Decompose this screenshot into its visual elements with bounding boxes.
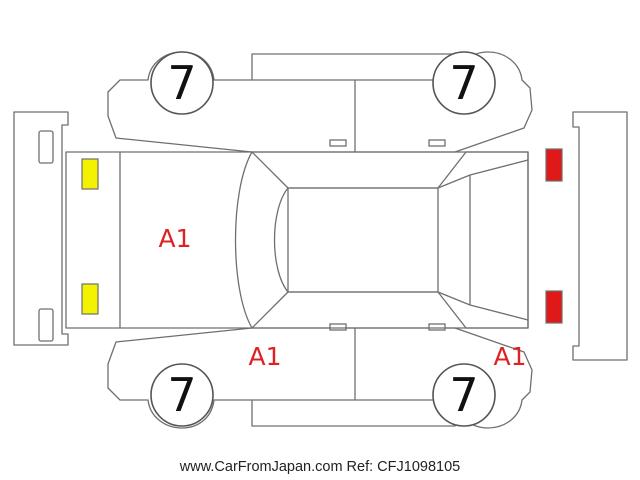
rear-bumper [572, 111, 628, 361]
damage-mark-left-side: A1 [248, 342, 281, 371]
wheel-front-left-grade: 7 [167, 56, 196, 110]
wheel-rear-right-grade: 7 [449, 368, 478, 422]
wheel-front-right: 7 [150, 363, 214, 427]
car-top-view [65, 151, 529, 329]
wheel-rear-right: 7 [432, 363, 496, 427]
headlight-right [81, 283, 99, 315]
front-bumper [13, 111, 69, 346]
taillight-right [545, 290, 563, 324]
damage-mark-hood: A1 [158, 224, 191, 253]
wheel-rear-left-grade: 7 [449, 56, 478, 110]
taillight-left [545, 148, 563, 182]
wheel-front-right-grade: 7 [167, 368, 196, 422]
wheel-front-left: 7 [150, 51, 214, 115]
wheel-rear-left: 7 [432, 51, 496, 115]
headlight-left [81, 158, 99, 190]
footer-reference: www.CarFromJapan.com Ref: CFJ1098105 [179, 459, 460, 475]
damage-mark-rear-left: A1 [493, 342, 526, 371]
